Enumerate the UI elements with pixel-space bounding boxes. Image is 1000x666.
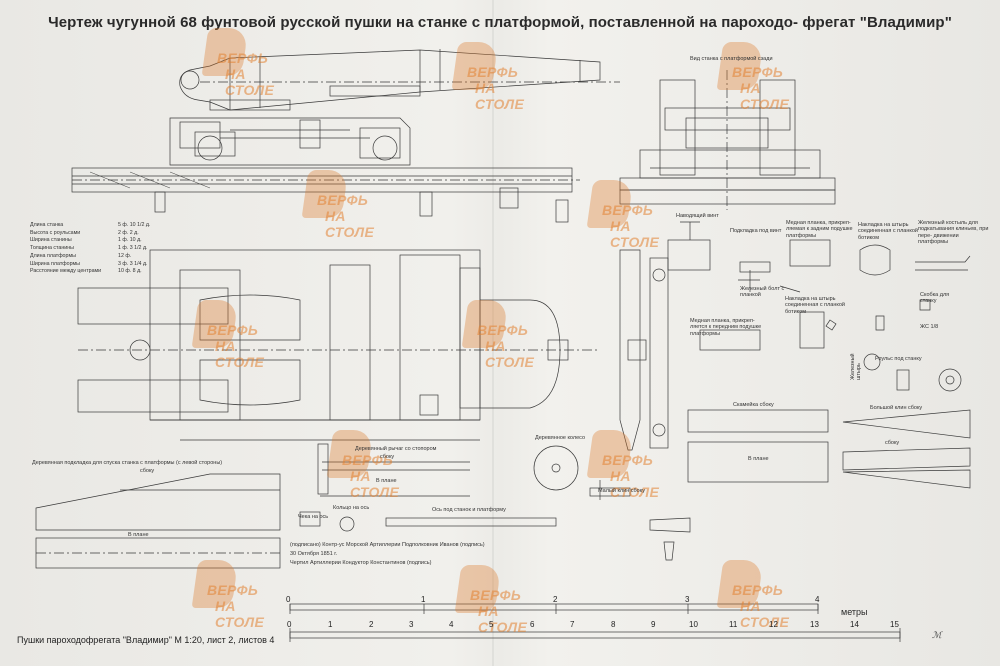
scale-unit: метры bbox=[841, 607, 868, 617]
author-signature: ℳ bbox=[932, 630, 942, 640]
label-axle-pin: Чека на ось bbox=[298, 514, 329, 520]
signature-line-1: (подписано) Контр-ус Морской Артиллерии … bbox=[290, 542, 485, 548]
label-large-wedge: Большой клин сбоку bbox=[870, 405, 923, 411]
wedge-views bbox=[35, 473, 281, 569]
scale-top-tick: 1 bbox=[421, 595, 426, 604]
scale-bottom-tick: 1 bbox=[328, 620, 333, 629]
label-carriage-axle: Ось под станок и платформу bbox=[432, 507, 506, 513]
label-side-3: сбоку bbox=[140, 468, 155, 474]
scale-top-tick: 2 bbox=[553, 595, 558, 604]
bottom-parts bbox=[299, 443, 691, 561]
label-front-view: Вид станка с платформой сзади bbox=[690, 56, 773, 62]
scale-bottom-tick: 14 bbox=[850, 620, 859, 629]
scale-bottom-tick: 2 bbox=[369, 620, 374, 629]
cannon-side-view bbox=[179, 49, 620, 111]
label-iron-bolt: Железный болт с планкой bbox=[740, 286, 785, 299]
label-overlay-pin-rear: Накладка на штырь соединенная с планкой … bbox=[858, 222, 918, 241]
label-in-plan-3: В плане bbox=[128, 532, 149, 538]
label-wooden-stopper-lever: Деревянный рычаг со стопором bbox=[355, 446, 437, 452]
scale-top-tick: 0 bbox=[286, 595, 291, 604]
label-copper-plate-rear: Медная планка, прикреп- ляемая к задним … bbox=[786, 220, 853, 239]
scale-bars bbox=[289, 603, 901, 642]
label-iron-pin: Железный штырь bbox=[850, 353, 863, 380]
carriage-side-view bbox=[169, 117, 411, 166]
signature-line-3: Чертил Артиллерии Кондуктор Константинов… bbox=[290, 560, 432, 566]
scale-bottom-tick: 12 bbox=[769, 620, 778, 629]
scale-bottom-tick: 3 bbox=[409, 620, 414, 629]
scale-bottom-tick: 5 bbox=[489, 620, 494, 629]
scale-bottom-tick: 6 bbox=[530, 620, 535, 629]
scale-bottom-tick: 11 bbox=[729, 620, 738, 629]
sheet-fold bbox=[492, 0, 494, 666]
label-axle-ring: Кольцо на ось bbox=[333, 505, 370, 511]
label-copper-plate-front: Медная планка, прикреп- ляется к передни… bbox=[690, 318, 762, 337]
scale-bottom-tick: 9 bbox=[651, 620, 656, 629]
label-roller: Роульс под станку bbox=[875, 356, 922, 362]
scale-bottom-tick: 8 bbox=[611, 620, 616, 629]
label-adjusting-screw: Наводящий винт bbox=[676, 213, 719, 219]
scale-bottom-tick: 15 bbox=[890, 620, 899, 629]
plan-view bbox=[77, 249, 600, 441]
fittings bbox=[667, 221, 971, 392]
sheet-caption: Пушки пароходофрегата "Владимир" М 1:20,… bbox=[17, 635, 275, 645]
scale-bottom-tick: 7 bbox=[570, 620, 575, 629]
drawing-title: Чертеж чугунной 68 фунтовой русской пушк… bbox=[48, 14, 952, 31]
label-side: сбоку bbox=[885, 440, 900, 446]
label-iron-crutch: Железный костыль для подкатывания клинье… bbox=[918, 220, 989, 245]
label-wooden-wheel: Деревянное колесо bbox=[535, 435, 586, 441]
platform-side-view bbox=[71, 167, 580, 223]
label-side-2: сбоку bbox=[380, 454, 395, 460]
label-bracket: Скобка для станку bbox=[920, 292, 950, 305]
scale-bottom-tick: 13 bbox=[810, 620, 819, 629]
label-in-plan-2: В плане bbox=[376, 478, 397, 484]
label-in-plan: В плане bbox=[748, 456, 769, 462]
vertical-lever bbox=[619, 249, 669, 451]
label-overlay-pin-front: Накладка на штырь соединенная с планкой … bbox=[785, 296, 845, 315]
scale-bottom-tick: 10 bbox=[689, 620, 698, 629]
label-wooden-wedge: Деревянная подкладка для спуска станка с… bbox=[32, 460, 223, 466]
label-k138: ЖС 1/8 bbox=[920, 324, 939, 330]
scale-top-tick: 4 bbox=[815, 595, 820, 604]
scale-bottom-tick: 0 bbox=[287, 620, 292, 629]
scale-top-tick: 3 bbox=[685, 595, 690, 604]
scale-bottom-tick: 4 bbox=[449, 620, 454, 629]
label-small-wedge: Малый клин сбоку bbox=[598, 488, 645, 494]
front-view bbox=[619, 70, 836, 210]
label-screw-plate: Подкладка под винт bbox=[730, 228, 782, 234]
label-bench-side: Скамейка сбоку bbox=[733, 402, 774, 408]
signature-line-2: 30 Октября 1851 г. bbox=[290, 551, 338, 557]
right-components bbox=[687, 409, 971, 489]
